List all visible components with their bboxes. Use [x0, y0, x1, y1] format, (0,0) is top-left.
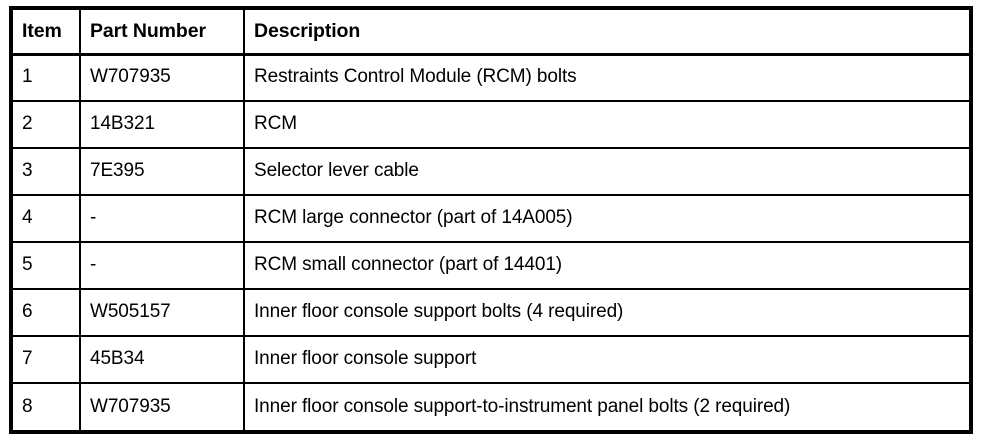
cell-part-number: 14B321 [80, 101, 245, 149]
table-row: 5 - RCM small connector (part of 14401) [13, 242, 969, 290]
table-row: 4 - RCM large connector (part of 14A005) [13, 195, 969, 243]
cell-description: Restraints Control Module (RCM) bolts [244, 54, 969, 102]
cell-item: 6 [13, 289, 81, 337]
table-row: 1 W707935 Restraints Control Module (RCM… [13, 54, 969, 102]
cell-description: RCM [244, 101, 969, 149]
cell-item: 8 [13, 383, 81, 430]
column-header-part-number: Part Number [80, 10, 245, 56]
cell-part-number: - [80, 242, 245, 290]
table-row: 8 W707935 Inner floor console support-to… [13, 383, 969, 430]
table-row: 2 14B321 RCM [13, 101, 969, 149]
cell-part-number: 45B34 [80, 336, 245, 384]
cell-item: 1 [13, 54, 81, 102]
cell-description: Selector lever cable [244, 148, 969, 196]
cell-part-number: 7E395 [80, 148, 245, 196]
cell-part-number: - [80, 195, 245, 243]
table-row: 7 45B34 Inner floor console support [13, 336, 969, 384]
cell-description: Inner floor console support bolts (4 req… [244, 289, 969, 337]
cell-item: 2 [13, 101, 81, 149]
parts-table: Item Part Number Description 1 W707935 R… [13, 10, 969, 430]
cell-item: 7 [13, 336, 81, 384]
table-body: 1 W707935 Restraints Control Module (RCM… [13, 54, 969, 430]
cell-description: Inner floor console support-to-instrumen… [254, 395, 791, 417]
cell-item: 4 [13, 195, 81, 243]
column-header-item: Item [13, 10, 81, 56]
column-header-description: Description [244, 10, 969, 56]
table-row: 6 W505157 Inner floor console support bo… [13, 289, 969, 337]
cell-item: 5 [13, 242, 81, 290]
table-row: 3 7E395 Selector lever cable [13, 148, 969, 196]
cell-description: Inner floor console support [244, 336, 969, 384]
cell-description: RCM small connector (part of 14401) [244, 242, 969, 290]
cell-part-number: W707935 [80, 54, 245, 102]
parts-table-frame: Item Part Number Description 1 W707935 R… [9, 6, 973, 434]
cell-part-number: W505157 [80, 289, 245, 337]
cell-item: 3 [13, 148, 81, 196]
cell-description: RCM large connector (part of 14A005) [244, 195, 969, 243]
table-header: Item Part Number Description [13, 10, 969, 56]
table-header-row: Item Part Number Description [13, 10, 969, 56]
cell-part-number: W707935 [80, 383, 245, 430]
